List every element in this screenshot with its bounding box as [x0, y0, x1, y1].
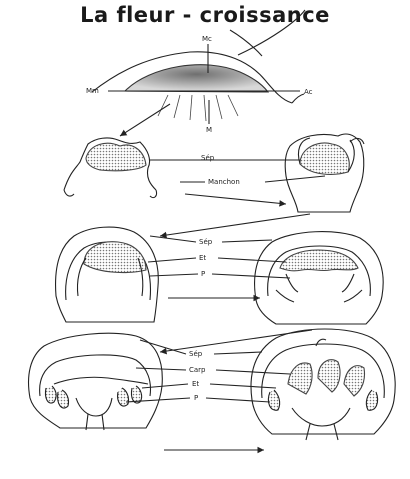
label-stamen-p3: Et	[199, 254, 206, 262]
label-petal-p3: P	[201, 270, 205, 278]
label-stamen-p4: Et	[192, 380, 199, 388]
sepal-formation-figure-right	[285, 134, 364, 212]
petal-leader-line-p3	[150, 274, 198, 276]
stamen-petal-figure-right	[255, 232, 384, 324]
carpel-figure-right	[251, 329, 395, 440]
manchon-leader-line	[265, 176, 325, 182]
label-mm: Mm	[86, 87, 99, 95]
label-sepal-p3: Sép	[199, 238, 213, 246]
arrow-to-panel3	[160, 214, 310, 236]
label-petal-p4: P	[194, 394, 198, 402]
sepal-leader-line-p3	[150, 236, 196, 242]
label-ac: Ac	[304, 88, 313, 96]
carpel-figure-left	[29, 333, 163, 430]
stamen-leader-line-p4	[142, 384, 188, 388]
carpel-leader-line	[136, 368, 186, 370]
label-sepal-p4: Sép	[189, 350, 203, 358]
label-manchon: Manchon	[208, 178, 240, 186]
label-sepal-p2: Sép	[201, 154, 215, 162]
label-m: M	[206, 126, 212, 134]
stamen-petal-figure-left	[56, 227, 159, 322]
label-mc: Mc	[202, 35, 212, 43]
meristem-apex-figure	[92, 10, 305, 136]
arrow-panel2	[185, 194, 286, 204]
sepal-formation-figure-left	[64, 138, 157, 198]
label-carpel: Carp	[189, 366, 206, 374]
